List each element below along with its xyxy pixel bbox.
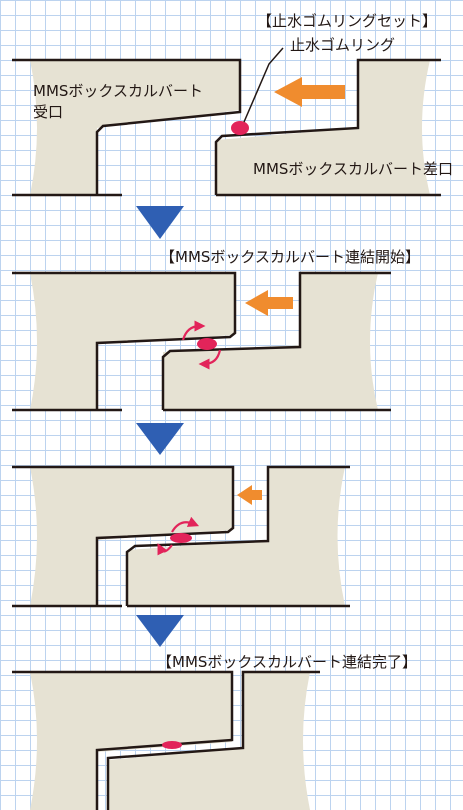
inserting-culvert-body [108,672,310,810]
ring-set-label: 【止水ゴムリングセット】 [257,12,438,30]
inserting-culvert-outline [161,271,391,410]
receiving-culvert-label: MMSボックスカルバート [33,82,203,100]
rubber-ring [170,533,192,543]
push-arrow [245,290,293,316]
rotation-arrow-lower [198,349,222,370]
rotation-arrow-upper [181,320,206,341]
stage-2-connection-start [12,271,391,412]
inserting-culvert-body [216,60,430,195]
receiving-culvert-body [30,672,232,810]
receiving-culvert-label-line2: 受口 [33,103,64,121]
stage-1-setup [12,47,441,197]
receiving-culvert-body [30,60,240,195]
rubber-ring [162,741,182,749]
rotation-arrow-lower [157,543,173,556]
rubber-ring-label: 止水ゴムリング [290,36,396,54]
stage-3-connection-progress [12,465,350,608]
inserting-culvert-outline [106,670,320,810]
step-arrow-2 [136,423,184,455]
inserting-culvert-outline [125,465,350,606]
inserting-culvert-body [127,467,345,606]
rubber-ring [197,338,217,350]
receiving-culvert-outline [12,58,242,195]
inserting-culvert-outline [214,58,441,195]
leader-line [243,47,284,123]
push-arrow [237,485,262,505]
connection-complete-label: 【MMSボックスカルバート連結完了】 [157,653,417,671]
push-arrow [274,77,345,107]
rubber-ring [231,121,249,135]
receiving-culvert-outline [12,670,234,810]
rotation-arrow-upper [171,516,200,533]
connection-start-label: 【MMSボックスカルバート連結開始】 [160,248,420,266]
inserting-culvert-body [163,273,378,410]
inserting-culvert-label: MMSボックスカルバート差口 [253,160,453,178]
receiving-culvert-outline [12,465,235,606]
step-arrow-3 [136,615,184,647]
receiving-culvert-outline [12,271,237,410]
step-arrow-1 [136,206,184,239]
stage-4-connection-complete [12,670,320,810]
